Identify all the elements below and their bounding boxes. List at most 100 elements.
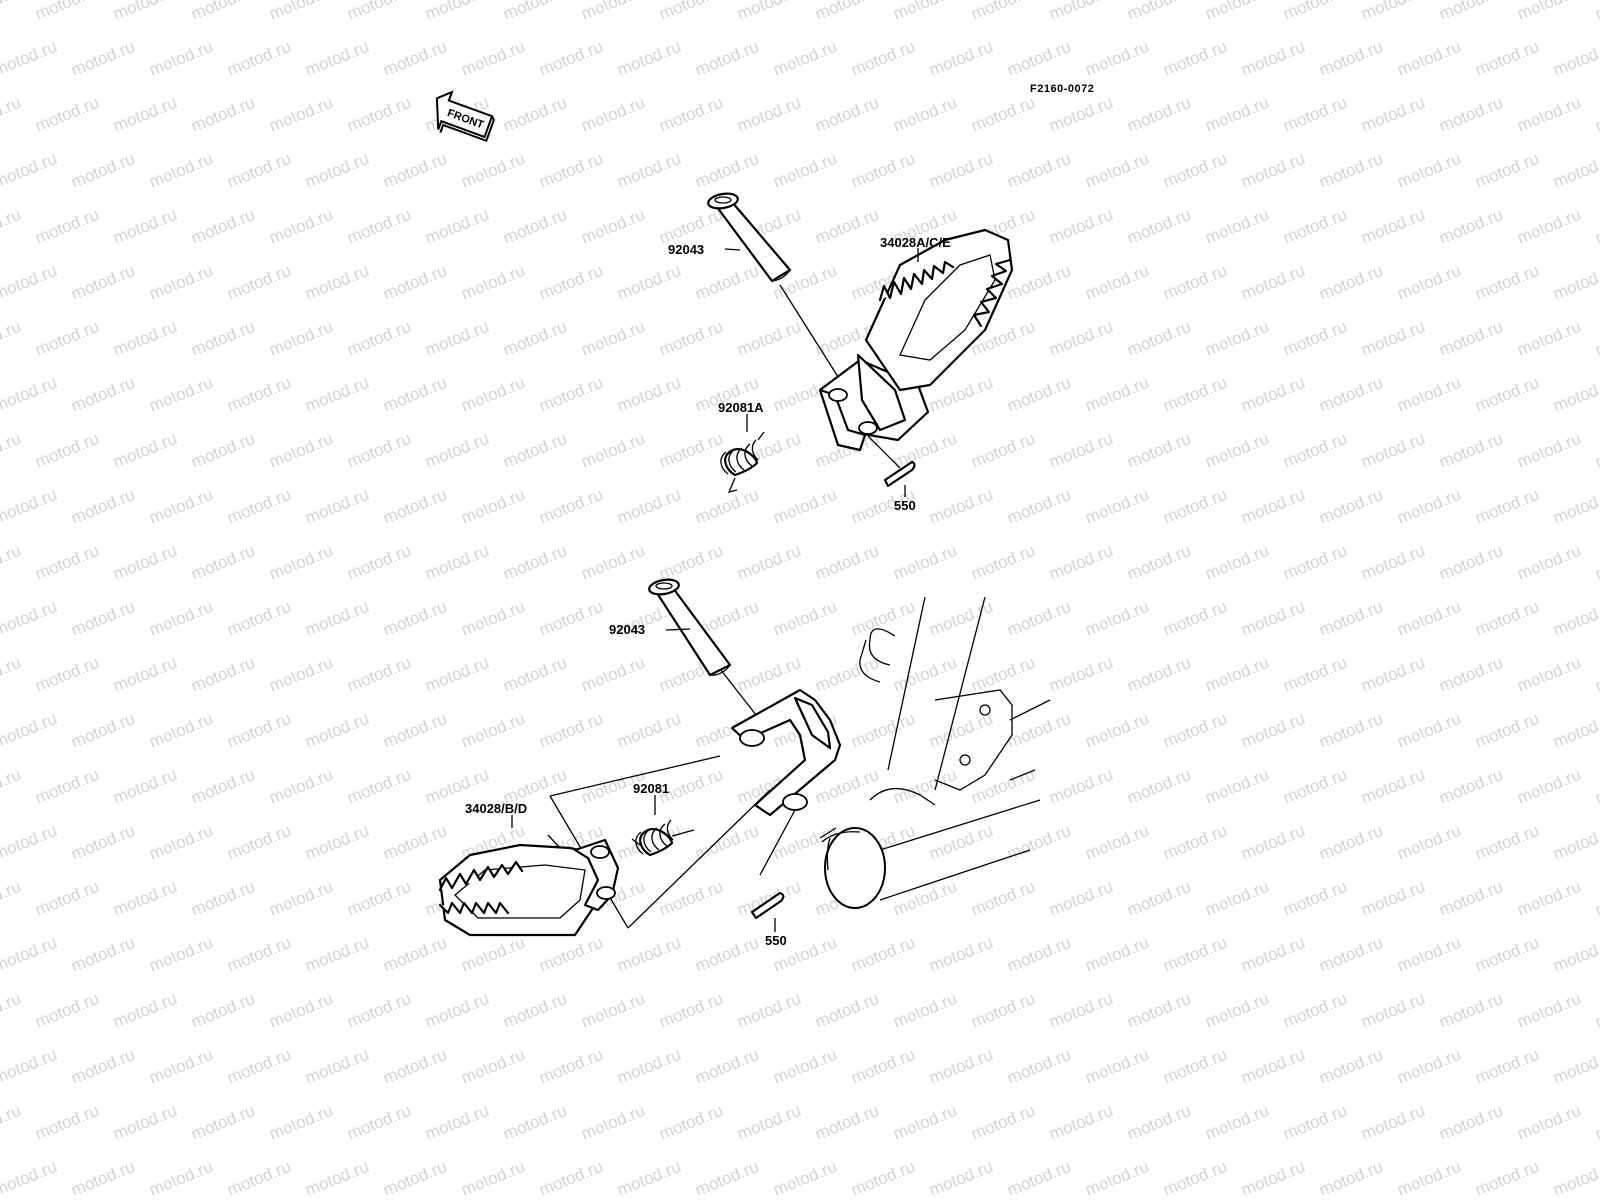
watermark-text: motod.ru bbox=[1046, 429, 1115, 472]
watermark-text: motod.ru bbox=[1316, 933, 1385, 976]
watermark-text: motod.ru bbox=[734, 541, 803, 584]
watermark-text: motod.ru bbox=[1202, 765, 1271, 808]
watermark-text: motod.ru bbox=[1514, 541, 1583, 584]
watermark-text: motod.ru bbox=[1046, 205, 1115, 248]
watermark-text: motod.ru bbox=[1004, 1045, 1073, 1088]
watermark-text: motod.ru bbox=[224, 261, 293, 304]
watermark-text: motod.ru bbox=[926, 933, 995, 976]
watermark-text: motod.ru bbox=[890, 541, 959, 584]
watermark-text: motod.ru bbox=[1124, 765, 1193, 808]
watermark-text: motod.ru bbox=[536, 261, 605, 304]
watermark-text: motod.ru bbox=[848, 597, 917, 640]
watermark-text: motod.ru bbox=[1082, 373, 1151, 416]
watermark-text: motod.ru bbox=[1472, 933, 1541, 976]
front-arrow-icon: FRONT bbox=[435, 90, 495, 143]
watermark-text: motod.ru bbox=[68, 373, 137, 416]
watermark-text: motod.ru bbox=[1280, 541, 1349, 584]
watermark-text: motod.ru bbox=[68, 485, 137, 528]
watermark-text: motod.ru bbox=[692, 485, 761, 528]
watermark-text: motod.ru bbox=[302, 821, 371, 864]
watermark-text: motod.ru bbox=[32, 93, 101, 136]
watermark-text: motod.ru bbox=[1004, 485, 1073, 528]
footrest-bracket-bottom bbox=[730, 688, 842, 817]
watermark-text: motod.ru bbox=[1280, 765, 1349, 808]
watermark-text: motod.ru bbox=[1394, 933, 1463, 976]
watermark-text: motod.ru bbox=[1238, 933, 1307, 976]
watermark-text: motod.ru bbox=[890, 1101, 959, 1144]
watermark-text: motod.ru bbox=[146, 821, 215, 864]
watermark-text: motod.ru bbox=[1358, 205, 1427, 248]
watermark-text: motod.ru bbox=[1394, 709, 1463, 752]
watermark-text: motod.ru bbox=[812, 653, 881, 696]
watermark-text: motod.ru bbox=[536, 597, 605, 640]
watermark-text: motod.ru bbox=[32, 317, 101, 360]
watermark-text: motod.ru bbox=[1592, 205, 1600, 248]
watermark-text: motod.ru bbox=[770, 37, 839, 80]
watermark-text: motod.ru bbox=[0, 261, 60, 304]
watermark-text: motod.ru bbox=[302, 373, 371, 416]
watermark-text: motod.ru bbox=[1358, 989, 1427, 1032]
watermark-text: motod.ru bbox=[848, 1045, 917, 1088]
watermark-text: motod.ru bbox=[380, 37, 449, 80]
watermark-text: motod.ru bbox=[1082, 597, 1151, 640]
watermark-text: motod.ru bbox=[1124, 653, 1193, 696]
watermark-text: motod.ru bbox=[188, 429, 257, 472]
watermark-text: motod.ru bbox=[968, 541, 1037, 584]
watermark-text: motod.ru bbox=[578, 93, 647, 136]
watermark-text: motod.ru bbox=[1394, 597, 1463, 640]
footrest-34028a-top bbox=[818, 228, 1014, 452]
watermark-text: motod.ru bbox=[770, 1045, 839, 1088]
watermark-text: motod.ru bbox=[1394, 485, 1463, 528]
watermark-text: motod.ru bbox=[32, 877, 101, 920]
watermark-text: motod.ru bbox=[1124, 429, 1193, 472]
watermark-text: motod.ru bbox=[926, 1157, 995, 1200]
watermark-text: motod.ru bbox=[110, 541, 179, 584]
watermark-text: motod.ru bbox=[32, 429, 101, 472]
watermark-text: motod.ru bbox=[1202, 0, 1271, 24]
watermark-text: motod.ru bbox=[1280, 989, 1349, 1032]
watermark-text: motod.ru bbox=[302, 933, 371, 976]
watermark-text: motod.ru bbox=[266, 653, 335, 696]
watermark-text: motod.ru bbox=[1436, 653, 1505, 696]
watermark-text: motod.ru bbox=[1394, 1045, 1463, 1088]
watermark-text: motod.ru bbox=[1280, 0, 1349, 24]
watermark-text: motod.ru bbox=[734, 93, 803, 136]
watermark-text: motod.ru bbox=[32, 0, 101, 24]
watermark-text: motod.ru bbox=[1514, 429, 1583, 472]
watermark-text: motod.ru bbox=[1436, 429, 1505, 472]
watermark-text: motod.ru bbox=[734, 1101, 803, 1144]
watermark-text: motod.ru bbox=[890, 989, 959, 1032]
watermark-text: motod.ru bbox=[1202, 429, 1271, 472]
watermark-text: motod.ru bbox=[0, 709, 60, 752]
watermark-text: motod.ru bbox=[344, 541, 413, 584]
watermark-text: motod.ru bbox=[146, 1045, 215, 1088]
watermark-text: motod.ru bbox=[1004, 373, 1073, 416]
watermark-text: motod.ru bbox=[1550, 709, 1600, 752]
watermark-text: motod.ru bbox=[1436, 93, 1505, 136]
watermark-text: motod.ru bbox=[0, 989, 24, 1032]
watermark-text: motod.ru bbox=[770, 149, 839, 192]
watermark-text: motod.ru bbox=[1046, 0, 1115, 24]
watermark-text: motod.ru bbox=[1472, 709, 1541, 752]
watermark-text: motod.ru bbox=[656, 989, 725, 1032]
watermark-text: motod.ru bbox=[1550, 261, 1600, 304]
watermark-text: motod.ru bbox=[1004, 261, 1073, 304]
watermark-text: motod.ru bbox=[1550, 821, 1600, 864]
watermark-text: motod.ru bbox=[344, 1101, 413, 1144]
watermark-text: motod.ru bbox=[1472, 373, 1541, 416]
watermark-text: motod.ru bbox=[926, 485, 995, 528]
watermark-text: motod.ru bbox=[500, 429, 569, 472]
watermark-text: motod.ru bbox=[926, 1045, 995, 1088]
watermark-text: motod.ru bbox=[380, 485, 449, 528]
watermark-text: motod.ru bbox=[188, 0, 257, 24]
watermark-text: motod.ru bbox=[302, 149, 371, 192]
watermark-text: motod.ru bbox=[458, 485, 527, 528]
watermark-text: motod.ru bbox=[380, 821, 449, 864]
watermark-text: motod.ru bbox=[380, 709, 449, 752]
watermark-text: motod.ru bbox=[926, 149, 995, 192]
watermark-text: motod.ru bbox=[266, 989, 335, 1032]
watermark-text: motod.ru bbox=[656, 317, 725, 360]
watermark-text: motod.ru bbox=[500, 541, 569, 584]
watermark-text: motod.ru bbox=[32, 653, 101, 696]
watermark-text: motod.ru bbox=[656, 541, 725, 584]
